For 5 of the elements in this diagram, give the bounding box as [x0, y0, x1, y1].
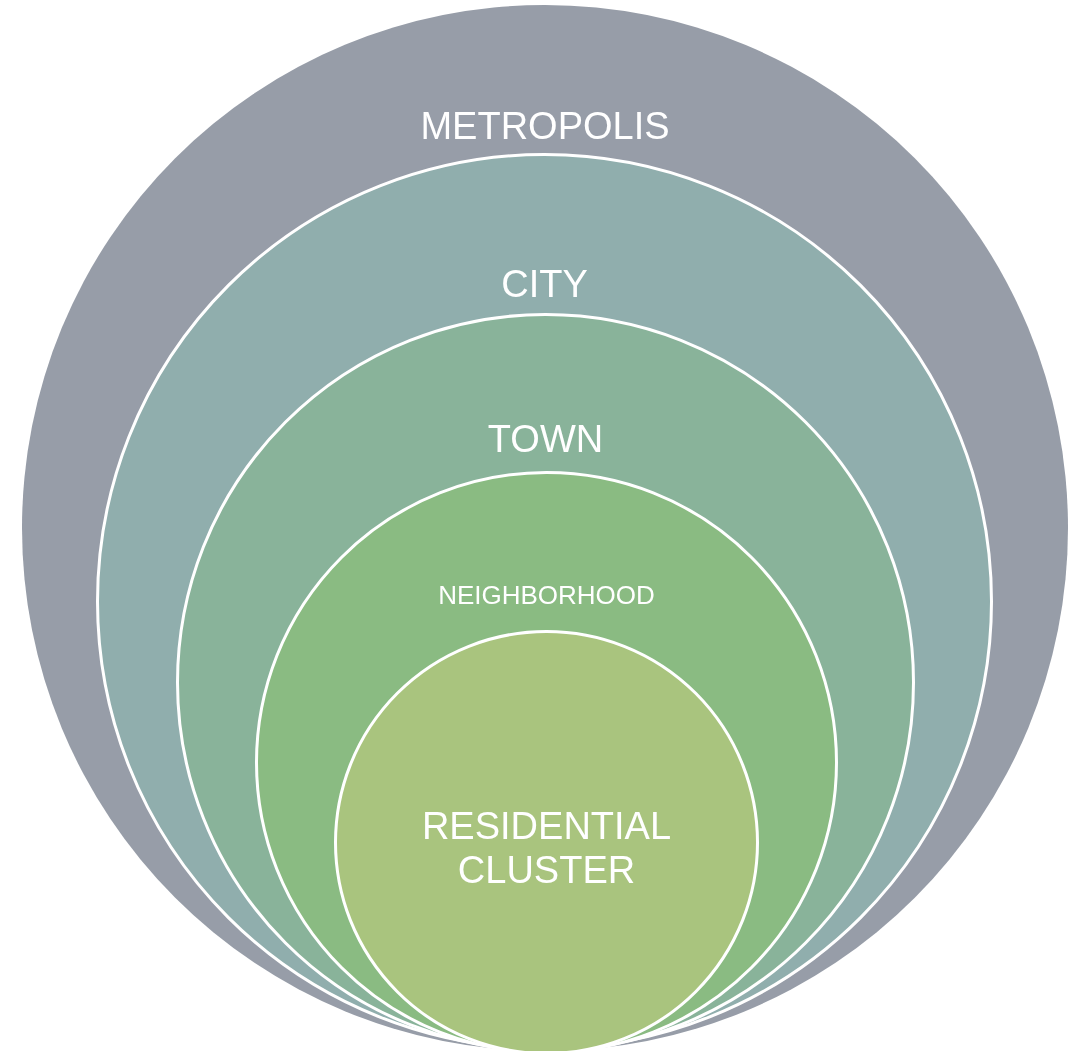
level-label: RESIDENTIAL CLUSTER	[420, 805, 673, 893]
level-label: CITY	[501, 263, 588, 307]
level-label: NEIGHBORHOOD	[438, 581, 655, 611]
level-label: METROPOLIS	[420, 105, 670, 149]
level-label: TOWN	[487, 418, 604, 462]
